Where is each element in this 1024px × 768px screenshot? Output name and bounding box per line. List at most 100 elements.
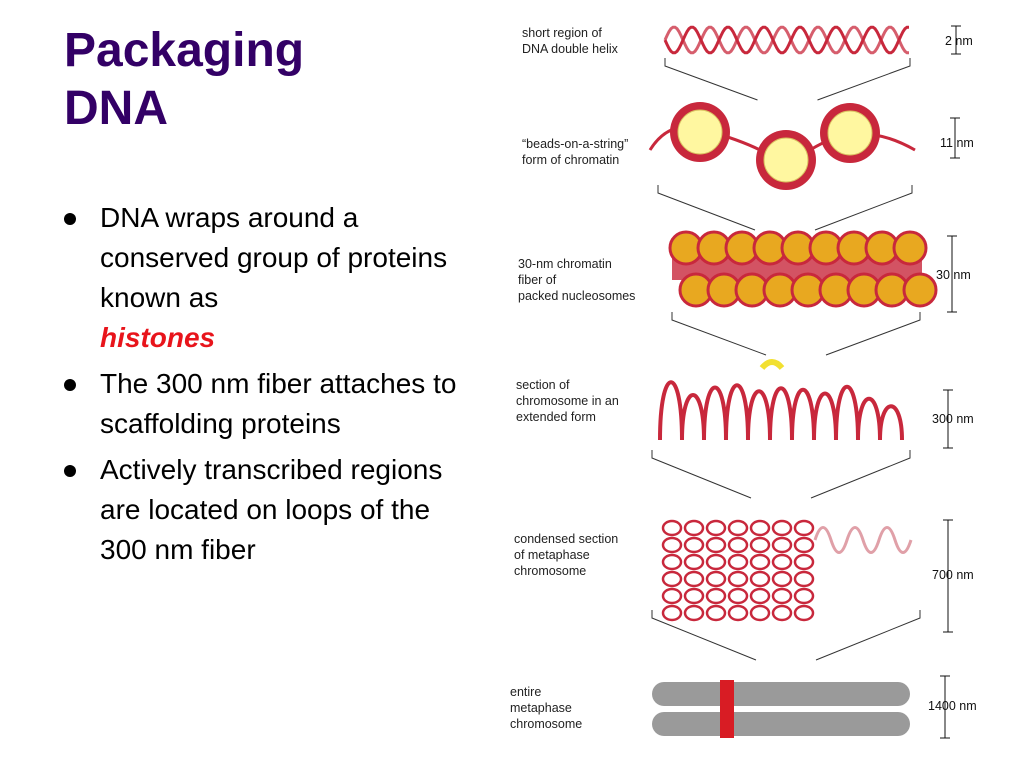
connector-line — [815, 610, 921, 661]
bullet-text: DNA wraps around a conserved group of pr… — [100, 202, 448, 313]
coiled-loop — [793, 553, 815, 571]
dimension-label-30nm: 30 nm — [936, 268, 971, 282]
stage-label-extended: section of chromosome in an extended for… — [516, 378, 622, 424]
coiled-loop — [727, 553, 749, 571]
coiled-loop — [749, 553, 771, 571]
stage-label-condensed: condensed section of metaphase chromosom… — [514, 532, 622, 578]
coiled-loop — [661, 536, 683, 554]
coiled-loop — [661, 587, 683, 605]
coiled-loop — [771, 587, 793, 605]
title-line-1: Packaging — [64, 24, 305, 77]
double-helix — [663, 25, 909, 55]
coiled-loop — [661, 519, 683, 537]
coiled-loop — [683, 570, 705, 588]
coiled-loop — [749, 587, 771, 605]
bullet-highlight: histones — [100, 322, 216, 353]
coiled-loop — [661, 604, 683, 622]
stage-label-beads: “beads-on-a-string” form of chromatin — [522, 137, 632, 167]
metaphase-chromosome — [652, 680, 910, 738]
dimension-label-11nm: 11 nm — [940, 136, 974, 150]
bullet-dot-icon — [64, 379, 76, 391]
chromatin-fiber-30nm — [668, 230, 938, 308]
bullet-dot-icon — [64, 465, 76, 477]
coiled-loop — [705, 587, 727, 605]
connector-line — [651, 450, 752, 499]
coiled-loop — [661, 570, 683, 588]
helix-strand — [663, 25, 909, 55]
coiled-loop — [705, 604, 727, 622]
coiled-loop — [727, 570, 749, 588]
coiled-loop — [793, 536, 815, 554]
histone-core — [827, 110, 873, 156]
diagram-artwork — [648, 25, 961, 739]
connector-line — [810, 450, 911, 499]
helix-strand — [663, 25, 909, 55]
dimension-label-700nm: 700 nm — [932, 568, 974, 582]
packed-nucleosome — [902, 272, 938, 308]
bullet-dot-icon — [64, 213, 76, 225]
coiled-loop — [771, 570, 793, 588]
coiled-loop — [727, 587, 749, 605]
coiled-loop — [705, 570, 727, 588]
beads-on-string — [648, 102, 916, 190]
connector-line — [817, 58, 911, 101]
coiled-loop — [749, 536, 771, 554]
coiled-loop — [771, 519, 793, 537]
connector-lines — [651, 58, 921, 661]
stage-label-helix: short region of DNA double helix — [522, 26, 619, 56]
dimension-markers — [940, 25, 961, 739]
coiled-loop — [705, 519, 727, 537]
bullet-text: The 300 nm fiber attaches to scaffolding… — [100, 368, 457, 439]
coiled-loop — [683, 553, 705, 571]
loop-fiber — [658, 380, 904, 441]
coiled-loop — [793, 587, 815, 605]
title-line-2: DNA — [64, 82, 168, 135]
histone-core — [763, 137, 809, 183]
coiled-loop — [683, 536, 705, 554]
connector-line — [825, 312, 921, 356]
dimension-label-300nm: 300 nm — [932, 412, 974, 426]
size-dimensions: 2 nm 11 nm 30 nm 300 nm 700 nm 1400 nm — [928, 34, 977, 713]
coiled-loop — [727, 519, 749, 537]
unwinding-loops — [813, 526, 913, 554]
coiled-loop — [705, 536, 727, 554]
bullet-list: DNA wraps around a conserved group of pr… — [62, 198, 482, 576]
histone-core — [677, 109, 723, 155]
coiled-loop — [661, 553, 683, 571]
coiled-loop — [705, 553, 727, 571]
coiled-loop — [727, 604, 749, 622]
bullet-item: Actively transcribed regions are located… — [62, 450, 482, 570]
bullet-item: DNA wraps around a conserved group of pr… — [62, 198, 482, 358]
connector-line — [814, 185, 913, 231]
dimension-label-1400nm: 1400 nm — [928, 699, 977, 713]
slide-title: Packaging DNA — [64, 22, 304, 138]
coiled-loop — [749, 570, 771, 588]
stage-label-30nm: 30-nm chromatin fiber of packed nucleoso… — [518, 257, 635, 303]
stage-label-metaphase: entire metaphase chromosome — [510, 685, 582, 731]
condensed-section — [661, 519, 913, 622]
stage-labels: short region of DNA double helix “beads-… — [510, 26, 635, 731]
bullet-text: Actively transcribed regions are located… — [100, 454, 443, 565]
chromatid-upper — [652, 682, 910, 706]
dimension-label-2nm: 2 nm — [945, 34, 973, 48]
extended-loops — [658, 359, 904, 441]
connector-line — [664, 58, 758, 101]
coiled-loop — [793, 519, 815, 537]
coiled-loop — [683, 604, 705, 622]
connector-line — [671, 312, 767, 356]
highlighted-band — [720, 680, 734, 738]
coiled-loop — [771, 536, 793, 554]
coiled-loop — [793, 604, 815, 622]
connector-line — [651, 610, 757, 661]
coiled-loop — [683, 519, 705, 537]
coiled-loop — [683, 587, 705, 605]
scaffold-protein — [759, 359, 785, 371]
connector-line — [657, 185, 756, 231]
coiled-loop — [749, 519, 771, 537]
coiled-loop — [771, 604, 793, 622]
coiled-loop — [749, 604, 771, 622]
packed-nucleosome — [892, 230, 928, 266]
chromatid-lower — [652, 712, 910, 736]
dna-packaging-diagram: short region of DNA double helix “beads-… — [510, 25, 977, 739]
coiled-loop — [793, 570, 815, 588]
